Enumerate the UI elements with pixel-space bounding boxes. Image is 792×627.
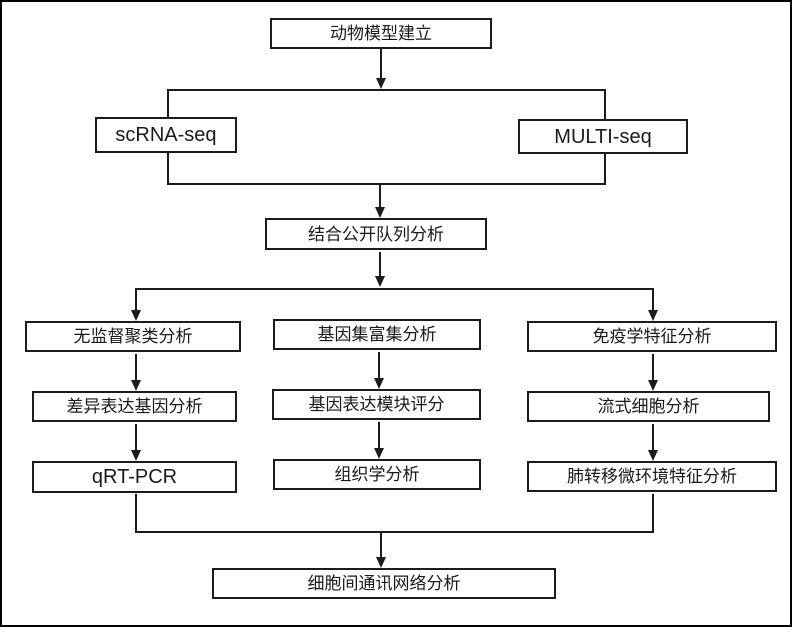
edge-module-to-histology [374,422,384,459]
node-histology-analysis: 组织学分析 [273,459,481,490]
edge-distribution-line [131,288,658,321]
edge-immune-to-flow [648,354,658,391]
edge-merge-line [135,494,654,533]
node-cell-communication-network: 细胞间通讯网络分析 [212,568,556,599]
node-flow-cytometry-analysis: 流式细胞分析 [527,391,770,422]
node-scrna-seq: scRNA-seq [95,117,237,153]
node-immunological-profiling: 免疫学特征分析 [527,321,777,352]
node-gene-expression-module-scoring: 基因表达模块评分 [272,389,481,420]
node-gene-set-enrichment: 基因集富集分析 [273,319,481,350]
edge-clustering-to-deg [131,354,141,391]
edge-deg-to-qrtpcr [131,424,141,461]
node-differential-expression-analysis: 差异表达基因分析 [32,391,237,422]
node-unsupervised-clustering: 无监督聚类分析 [25,321,241,352]
node-animal-model-establishment: 动物模型建立 [270,18,492,49]
node-multi-seq: MULTI-seq [518,119,688,154]
node-qrt-pcr: qRT-PCR [32,461,237,493]
edge-merge-to-cellchat [376,532,386,568]
edge-flow-to-lung [648,424,658,461]
node-public-cohort-analysis: 结合公开队列分析 [265,218,487,250]
edge-animal-model-to-branch [376,49,386,89]
edge-branch-to-cohort [375,184,385,218]
node-lung-metastasis-microenvironment: 肺转移微环境特征分析 [527,461,777,492]
edge-gsea-to-module [374,352,384,389]
edge-cohort-to-distribution [375,252,385,287]
